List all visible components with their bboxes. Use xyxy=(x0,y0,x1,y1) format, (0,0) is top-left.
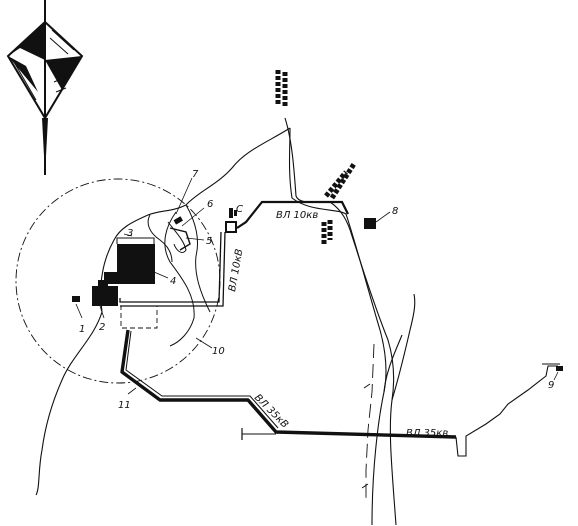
callout-leaders xyxy=(75,177,559,395)
callout-labels: 1 2 3 4 5 6 7 8 9 10 11 С xyxy=(79,169,554,411)
callout-2: 2 xyxy=(99,322,105,333)
vl10-line xyxy=(236,200,349,229)
vl35-diagonal-line xyxy=(120,329,457,439)
callout-3: 3 xyxy=(127,228,133,239)
settlement-blocks xyxy=(275,70,357,246)
callout-8: 8 xyxy=(392,206,398,217)
callout-7: 7 xyxy=(192,169,199,180)
callout-10: 10 xyxy=(212,346,225,357)
vl10-top-label: ВЛ 10кв xyxy=(276,210,318,221)
vl35-main-label: ВЛ 35кв xyxy=(406,428,448,439)
vl10-vertical-label: ВЛ 10кВ xyxy=(227,248,245,293)
callout-9: 9 xyxy=(548,380,554,391)
power-lines xyxy=(119,200,560,500)
callout-1: 1 xyxy=(79,324,85,335)
line-labels: ВЛ 10кв ВЛ 10кВ ВЛ 35кВ ВЛ 35кв xyxy=(227,210,448,439)
substation-c-label: С xyxy=(236,204,243,215)
wind-rose-icon xyxy=(6,0,84,175)
river-banks xyxy=(35,117,416,526)
callout-5: 5 xyxy=(206,236,212,247)
callout-11: 11 xyxy=(118,400,131,411)
callout-4: 4 xyxy=(170,276,176,287)
callout-6: 6 xyxy=(207,199,213,210)
plant-buildings xyxy=(72,208,563,371)
